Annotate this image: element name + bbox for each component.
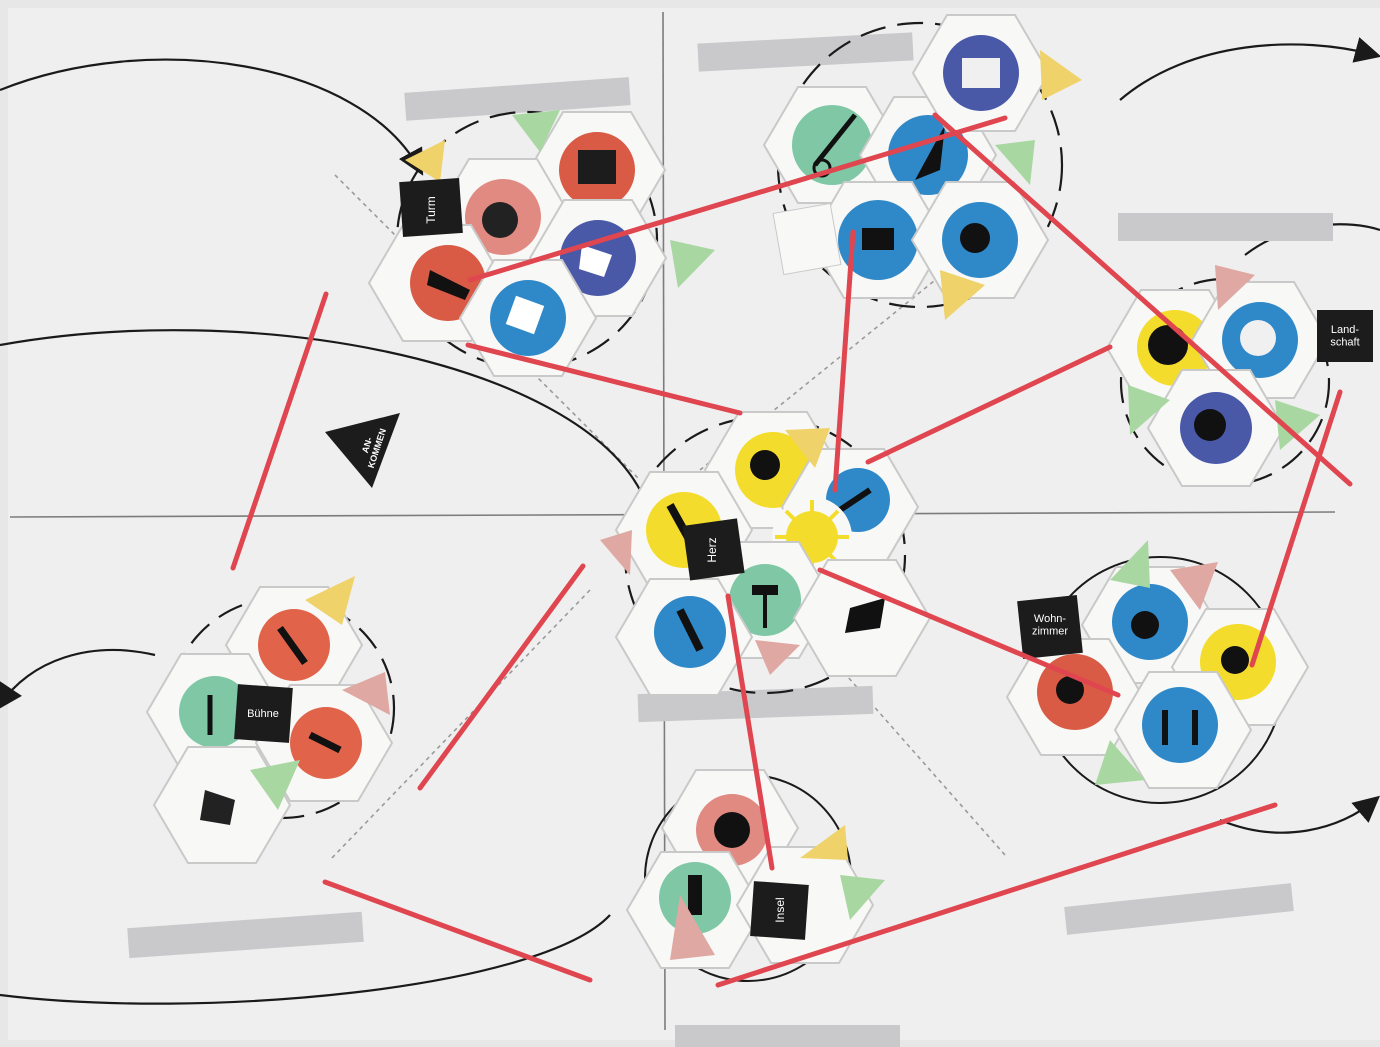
tile-landscape: Land-schaft — [1330, 324, 1359, 349]
tile-island: Insel — [773, 897, 787, 922]
tile-stage: Bühne — [247, 708, 279, 720]
tile-heart: Herz — [705, 537, 719, 562]
tile-living-room: Wohn-zimmer — [1032, 613, 1068, 638]
flask-icon — [862, 228, 894, 250]
calculator-icon — [962, 58, 1000, 88]
tile-tower: Turm — [399, 178, 463, 237]
lightbulb-icon — [960, 223, 990, 253]
paint-roller-icon — [752, 585, 778, 595]
figures-icon — [750, 450, 780, 480]
svg-text:Turm: Turm — [424, 196, 438, 224]
